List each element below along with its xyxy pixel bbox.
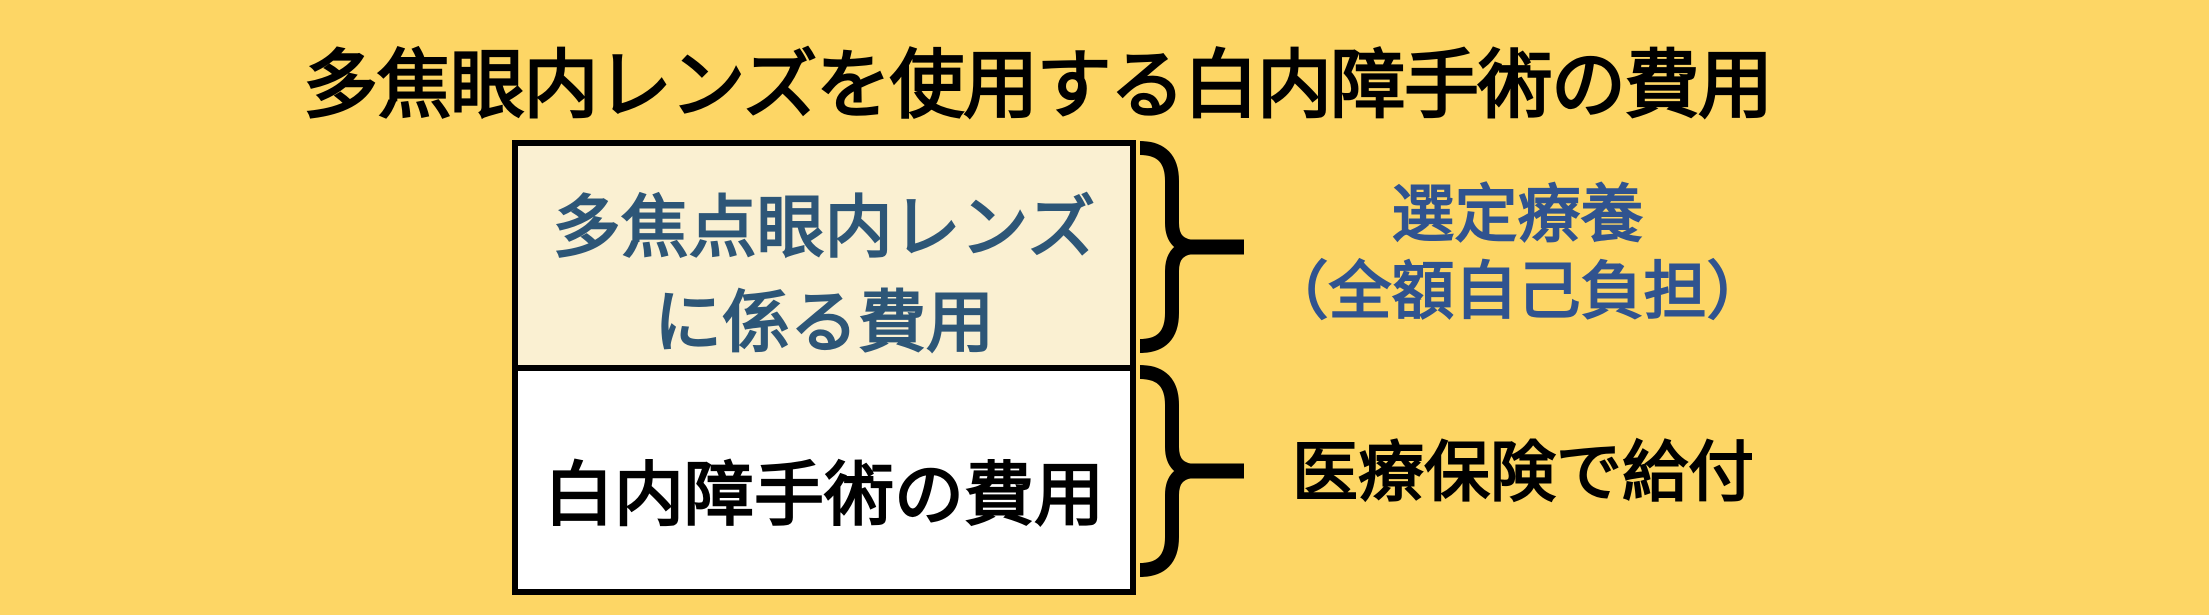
segment-surgery-cost-label: 白内障手術の費用	[544, 456, 1104, 534]
segment-lens-cost-label: 多焦点眼内レンズ に係る費用	[512, 181, 1136, 371]
segment-surgery-cost	[518, 371, 1130, 589]
curly-brace-top-icon	[1139, 141, 1244, 353]
segment-lens-cost	[518, 146, 1130, 371]
segment-lens-cost-label-line1: 多焦点眼内レンズ	[552, 190, 1096, 266]
curly-brace-bottom-icon	[1139, 365, 1244, 577]
annotation-sentei-ryoyo-line2: （全額自己負担）	[1265, 257, 1770, 327]
annotation-sentei-ryoyo-line1: 選定療養	[1391, 180, 1644, 250]
page-title: 多焦眼内レンズを使用する白内障手術の費用	[303, 43, 1773, 127]
annotation-insurance-benefit: 医療保険で給付	[1292, 435, 1754, 509]
annotation-sentei-ryoyo: 選定療養 （全額自己負担）	[1255, 177, 1780, 331]
cost-stack	[512, 140, 1136, 595]
segment-lens-cost-label-line2: に係る費用	[653, 285, 994, 361]
